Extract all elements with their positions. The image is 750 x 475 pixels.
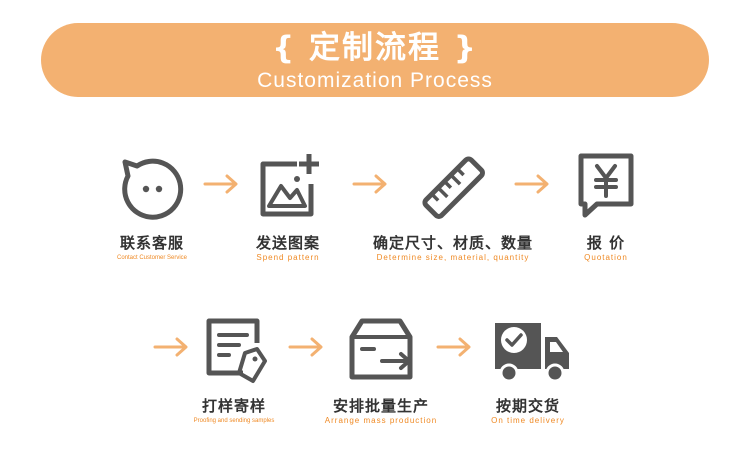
step-proofing: 打样寄样 Proofing and sending samples: [114, 315, 354, 426]
step-send-pattern: 发送图案 Spend pattern: [168, 152, 408, 263]
step-quotation: 报 价 Quotation: [486, 152, 726, 263]
yen-quote-icon: [571, 152, 641, 222]
banner-title: { 定制流程 }: [272, 30, 478, 66]
sample-tag-icon: [199, 315, 269, 385]
arrow-right-icon: [436, 337, 471, 357]
step-mass-production: 安排批量生产 Arrange mass production: [261, 315, 501, 426]
step-label: 安排批量生产: [332, 397, 429, 415]
step-determine-spec: 确定尺寸、材质、数量 Determine size, material, qua…: [333, 152, 573, 263]
step-english: Spend pattern: [256, 253, 320, 262]
step-label: 联系客服: [119, 234, 184, 252]
chat-face-icon: [117, 152, 187, 222]
banner-subtitle: Customization Process: [257, 69, 493, 92]
step-label: 发送图案: [255, 234, 320, 252]
production-box-icon: [346, 315, 416, 385]
step-label: 确定尺寸、材质、数量: [372, 234, 533, 252]
step-english: On time delivery: [491, 416, 565, 425]
step-label: 打样寄样: [201, 397, 266, 415]
ruler-icon: [418, 152, 488, 222]
arrow-right-icon: [203, 174, 238, 194]
title-banner: { 定制流程 } Customization Process: [41, 23, 709, 97]
arrow-right-icon: [153, 337, 188, 357]
step-label: 报 价: [586, 234, 626, 252]
arrow-right-icon: [514, 174, 549, 194]
step-english: Contact Customer Service: [116, 255, 188, 261]
delivery-truck-icon: [493, 315, 569, 385]
step-english: Determine size, material, quantity: [376, 253, 530, 262]
arrow-right-icon: [352, 174, 387, 194]
step-label: 按期交货: [495, 397, 560, 415]
step-contact-service: 联系客服 Contact Customer Service: [32, 152, 272, 263]
step-delivery: 按期交货 On time delivery: [408, 315, 648, 426]
arrow-right-icon: [288, 337, 323, 357]
step-english: Proofing and sending samples: [193, 418, 275, 424]
image-add-icon: [253, 152, 323, 222]
step-english: Quotation: [584, 253, 628, 262]
step-english: Arrange mass production: [324, 416, 438, 425]
